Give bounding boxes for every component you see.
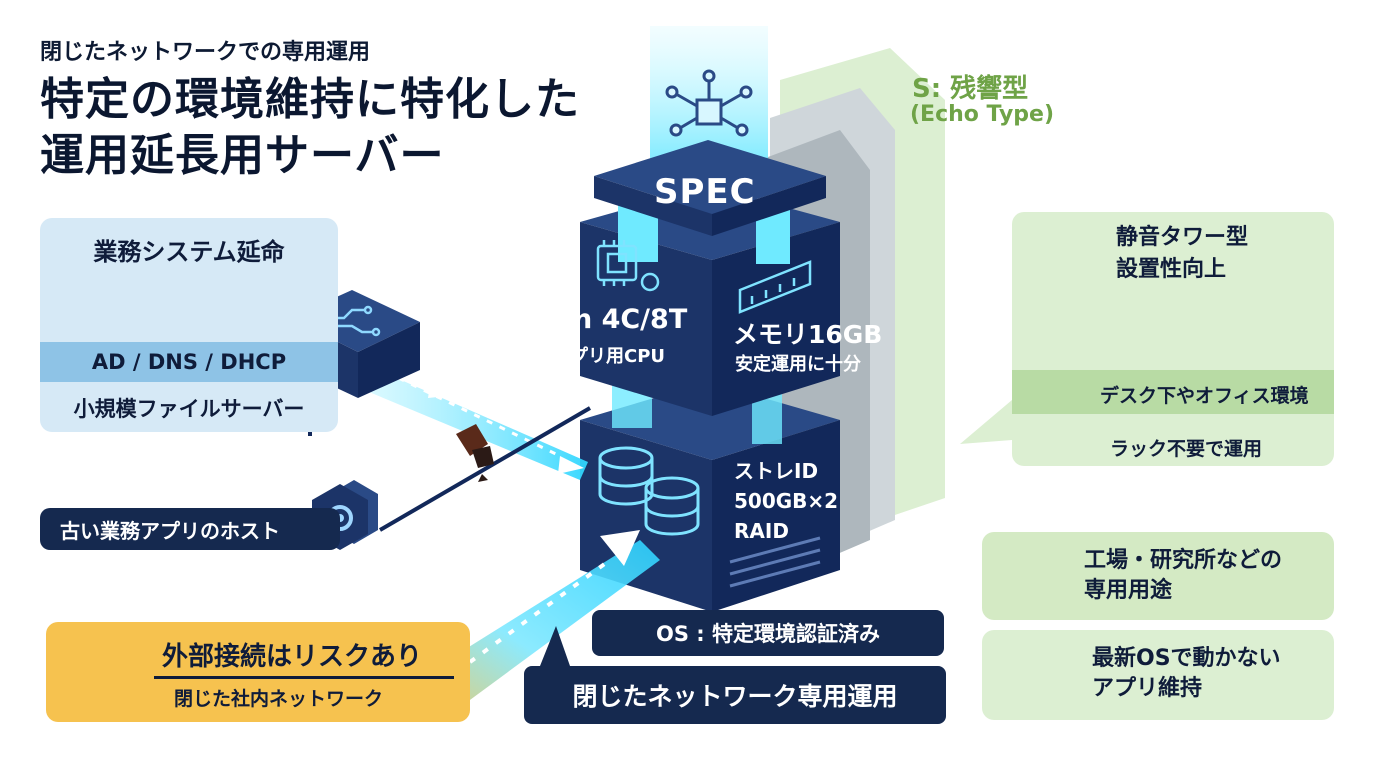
page-title-line-2: 運用延長用サーバー <box>40 130 445 181</box>
network-label-tail <box>540 626 570 666</box>
quiet-tower-title-line-1: 静音タワー型 <box>1116 225 1249 250</box>
factory-lab-line-2: 専用用途 <box>1084 578 1173 603</box>
business-system-panel: 業務システム延命 <box>40 218 338 432</box>
risk-warning-underline <box>154 676 454 679</box>
ad-dns-dhcp-row: AD / DNS / DHCP <box>40 342 338 382</box>
spec-label: SPEC <box>654 172 756 212</box>
page-title-line-1: 特定の環境維持に特化した <box>40 74 580 125</box>
os-certified-label: OS : 特定環境認証済み <box>592 610 944 656</box>
legacy-app-line-1: 最新OSで動かない <box>1092 646 1281 671</box>
risk-warning-panel <box>46 622 470 722</box>
factory-lab-panel <box>982 532 1334 620</box>
storage-spec: ストレID 500GB×2 RAID <box>734 456 838 546</box>
header-subtitle: 閉じたネットワークでの専用運用 <box>40 40 371 65</box>
no-rack-row: ラック不要で運用 <box>1110 438 1263 460</box>
legacy-app-line-2: アプリ維持 <box>1092 676 1203 701</box>
echo-type-title: S: 残響型 <box>912 74 1029 104</box>
broken-link-icon <box>456 424 494 482</box>
quiet-tower-title-line-2: 設置性向上 <box>1116 257 1227 282</box>
risk-warning-subtitle: 閉じた社内ネットワーク <box>174 688 384 710</box>
business-system-title: 業務システム延命 <box>93 238 285 266</box>
legacy-app-host-label: 古い業務アプリのホスト <box>40 508 340 550</box>
factory-lab-line-1: 工場・研究所などの <box>1084 548 1283 573</box>
connector-lines <box>308 406 592 532</box>
echo-type-subtitle: (Echo Type) <box>910 102 1055 127</box>
right-panel-tail <box>960 400 1012 444</box>
desk-office-row: デスク下やオフィス環境 <box>1100 385 1309 407</box>
cube-data-flow <box>350 362 588 480</box>
legacy-app-text: 最新OSで動かない アプリ維持 <box>1092 644 1281 704</box>
memory-spec: メモリ16GB <box>733 320 883 349</box>
page-title: 特定の環境維持に特化した 運用延長用サーバー <box>40 72 580 184</box>
legacy-app-panel <box>982 630 1334 720</box>
tower-bottom-module <box>580 380 840 612</box>
factory-lab-text: 工場・研究所などの 専用用途 <box>1084 546 1282 606</box>
cpu-description: 業務アプリ用CPU <box>516 346 666 367</box>
quiet-tower-title: 静音タワー型 設置性向上 <box>1116 222 1248 286</box>
cpu-spec: Xeon 4C/8T <box>516 304 688 335</box>
quiet-tower-panel <box>1012 212 1334 466</box>
storage-line-3: RAID <box>734 519 789 543</box>
storage-line-2: 500GB×2 <box>734 489 839 513</box>
quiet-tower-row-1-bg <box>1012 370 1334 414</box>
memory-description: 安定運用に十分 <box>735 354 861 375</box>
risk-warning-title: 外部接続はリスクあり <box>162 642 423 672</box>
tower-top-cap <box>594 140 826 236</box>
file-server-row: 小規模ファイルサーバー <box>73 397 305 421</box>
network-node-icon <box>665 69 753 137</box>
storage-line-1: ストレID <box>734 459 819 483</box>
closed-network-label: 閉じたネットワーク専用運用 <box>524 666 946 724</box>
